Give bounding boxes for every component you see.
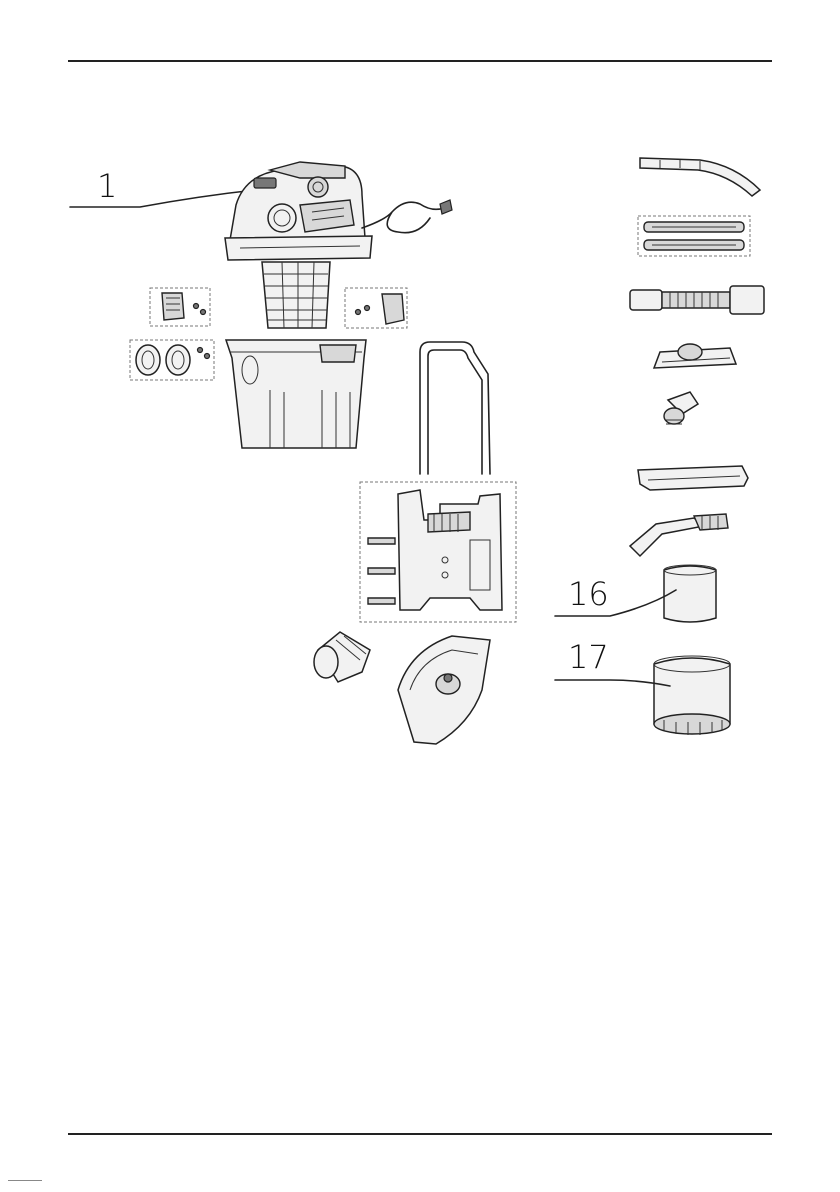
hose-extension-wand xyxy=(640,158,760,196)
pull-handle xyxy=(420,342,490,474)
flexible-hose xyxy=(630,286,764,314)
tank xyxy=(226,340,366,448)
elbow-wand xyxy=(630,514,728,556)
callout-1: 1 xyxy=(70,167,255,207)
latch-kit-right xyxy=(345,288,407,328)
cartridge-filter xyxy=(654,656,730,735)
callout-16-label: 16 xyxy=(568,575,609,613)
frame-assembly xyxy=(360,482,516,622)
floor-nozzle xyxy=(654,344,736,368)
callout-16: 16 xyxy=(555,575,676,616)
motor-head xyxy=(225,162,452,260)
dust-tray xyxy=(398,636,490,744)
extension-wands-pair xyxy=(638,216,750,256)
latch-kit-left xyxy=(150,288,210,326)
hose-cuff xyxy=(314,632,370,682)
callout-1-label: 1 xyxy=(97,167,117,205)
crevice-tool xyxy=(638,466,748,490)
filter-cage xyxy=(262,262,330,328)
callout-17-label: 17 xyxy=(568,638,609,676)
callout-17-leader xyxy=(555,680,670,686)
utility-nozzle xyxy=(664,392,698,424)
foam-sleeve xyxy=(664,565,716,622)
callout-17: 17 xyxy=(555,638,670,686)
caster-rings-kit xyxy=(130,340,214,380)
